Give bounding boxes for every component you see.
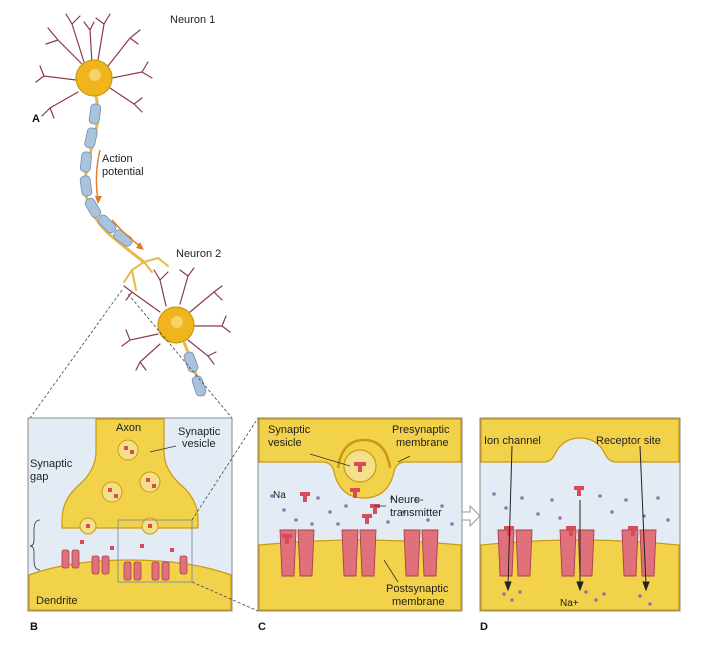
axon-terminal-b — [61, 418, 199, 529]
panel-c — [257, 417, 463, 612]
synaptic-vesicle-c-label-2: vesicle — [268, 437, 302, 449]
zoom-line — [191, 581, 259, 612]
na-plus-label-d: Na+ — [560, 598, 579, 609]
ion-flow-arrows-d — [504, 445, 650, 592]
presynaptic-membrane-label-2: membrane — [396, 437, 449, 449]
panel-letter-a: A — [32, 113, 40, 125]
postsynaptic-membrane-label-1: Postsynaptic — [386, 583, 449, 595]
panel-letter-b: B — [30, 621, 38, 633]
axon-myelin — [79, 95, 145, 264]
panel-letter-c: C — [258, 621, 266, 633]
zoom-line — [29, 289, 123, 419]
synaptic-gap-label-1: Synaptic — [30, 458, 73, 470]
neuron-2-label: Neuron 2 — [176, 248, 221, 260]
neuron-1-dendrites — [35, 13, 153, 119]
zoom-line — [127, 293, 233, 419]
synaptic-vesicle-b-label-1: Synaptic — [178, 426, 221, 438]
receptor-site-label: Receptor site — [596, 435, 661, 447]
synaptic-gap-brace — [29, 519, 41, 571]
neuron-2 — [121, 267, 231, 397]
panel-d — [479, 417, 681, 612]
postsynaptic-membrane-label-2: membrane — [392, 596, 445, 608]
neurotransmitter-label-2: transmitter — [390, 507, 442, 519]
action-potential-label-2: potential — [102, 166, 144, 178]
receptors-b — [61, 549, 188, 581]
dendrite-label: Dendrite — [36, 595, 78, 607]
na-ions-c — [270, 494, 454, 526]
axon-label: Axon — [116, 422, 141, 434]
receptors-c — [279, 529, 439, 577]
na-label-c: Na — [273, 490, 286, 501]
magnify-box — [117, 519, 193, 583]
panel-letter-d: D — [480, 621, 488, 633]
synaptic-vesicle-c-label-1: Synaptic — [268, 424, 311, 436]
axon-terminal — [123, 256, 169, 291]
neuron-1-label: Neuron 1 — [170, 14, 215, 26]
neuron-1-nucleus — [89, 69, 101, 81]
arrow-right-icon — [461, 504, 481, 528]
presynaptic-membrane-label-1: Presynaptic — [392, 424, 450, 436]
synaptic-gap-label-2: gap — [30, 471, 48, 483]
neuron-1 — [35, 13, 153, 119]
synaptic-vesicle-b-label-2: vesicle — [182, 438, 216, 450]
presynaptic-membrane-d — [480, 418, 680, 463]
neurotransmitter-molecules-c — [282, 488, 380, 544]
zoom-line — [191, 417, 259, 521]
na-ions-d — [492, 492, 670, 606]
action-potential-label-1: Action — [102, 153, 133, 165]
panel-b — [27, 417, 233, 612]
action-potential-arrow — [95, 149, 101, 201]
ion-channel-label: Ion channel — [484, 435, 541, 447]
neurotransmitter-label-1: Neuro- — [390, 494, 424, 506]
